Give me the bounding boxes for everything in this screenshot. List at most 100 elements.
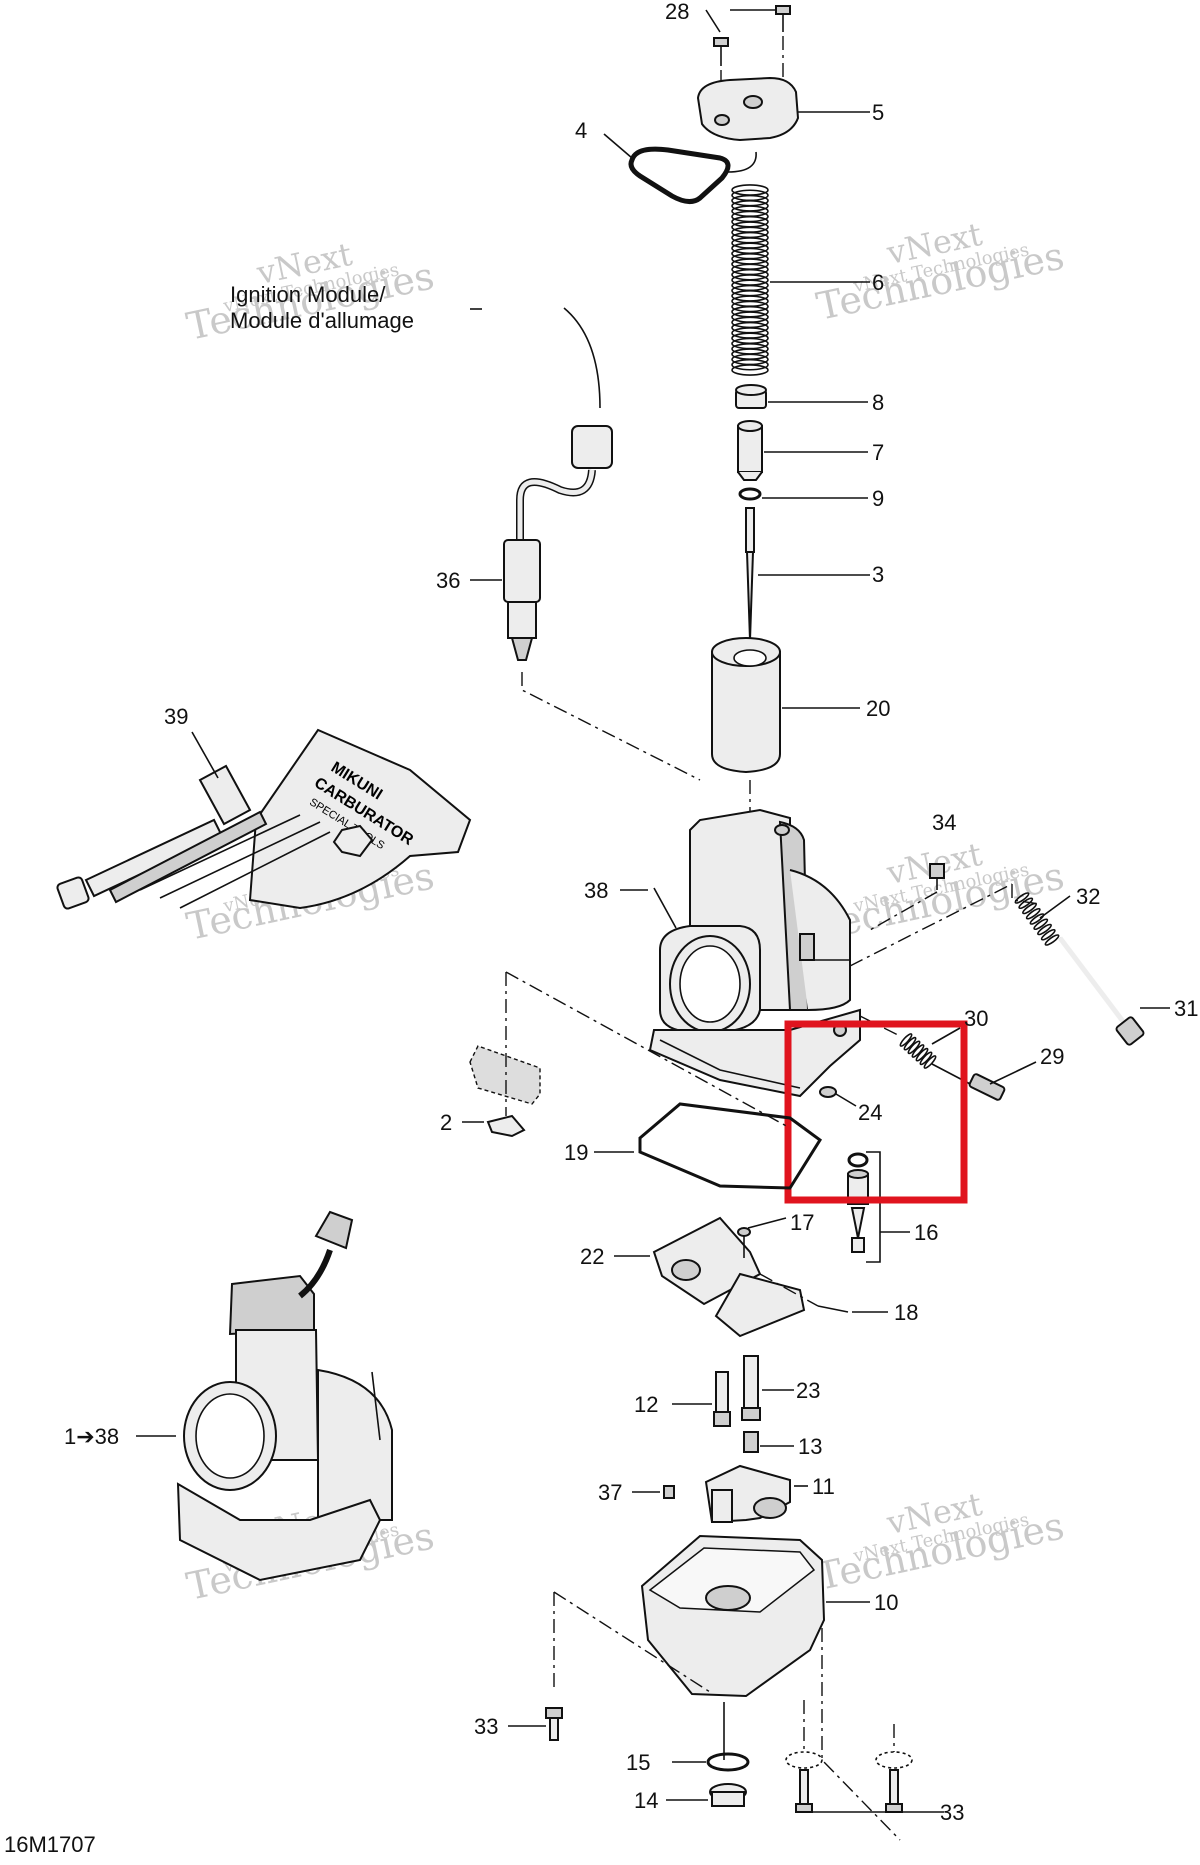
spring-30 xyxy=(899,1033,937,1069)
gasket-19 xyxy=(638,1102,823,1190)
axis-32 xyxy=(1011,884,1041,905)
o-ring-15 xyxy=(706,1752,750,1772)
coil-turn xyxy=(1033,918,1049,931)
leader-29 xyxy=(989,1061,1037,1085)
axis-36 xyxy=(521,672,701,781)
clip-9 xyxy=(738,487,762,501)
label-18: 18 xyxy=(894,1300,918,1325)
coil-turn xyxy=(1014,892,1030,904)
leader-17 xyxy=(747,1217,787,1229)
coil-turn xyxy=(923,1055,937,1069)
screw-28-left xyxy=(713,37,729,66)
ignition-module-caption: Ignition Module/ Module d'allumage xyxy=(230,282,414,333)
label-19: 19 xyxy=(564,1140,588,1165)
sensor-36 xyxy=(503,425,613,661)
label-37: 37 xyxy=(598,1480,622,1505)
assembled-carburetor xyxy=(176,1210,393,1582)
label-38: 38 xyxy=(584,878,608,903)
label-13: 13 xyxy=(798,1434,822,1459)
needle-valve-16 xyxy=(847,1152,869,1253)
axis-30 xyxy=(859,1015,901,1037)
label-20: 20 xyxy=(866,696,890,721)
label-14: 14 xyxy=(634,1788,658,1813)
label-36: 36 xyxy=(436,568,460,593)
label-5: 5 xyxy=(872,100,884,125)
coil-turn xyxy=(907,1040,921,1055)
screw-28-right xyxy=(775,5,791,32)
coil-turn xyxy=(903,1036,917,1051)
washer-24 xyxy=(819,1086,837,1098)
float-bowl-10 xyxy=(640,1534,826,1698)
label-15: 15 xyxy=(626,1750,650,1775)
pilot-jet-13 xyxy=(743,1431,759,1453)
bracket-2 xyxy=(469,1045,541,1138)
jet-12 xyxy=(713,1371,731,1427)
label-29: 29 xyxy=(1040,1044,1064,1069)
label-30: 30 xyxy=(964,1006,988,1031)
coil-turn xyxy=(899,1033,913,1047)
label-24: 24 xyxy=(858,1100,882,1125)
coil-turn xyxy=(1037,923,1052,936)
plug-37 xyxy=(663,1485,675,1499)
highlight-box xyxy=(784,1020,968,1204)
label-32: 32 xyxy=(1076,884,1100,909)
spring-6 xyxy=(731,184,769,376)
coil-turn xyxy=(1044,934,1060,946)
label-2: 2 xyxy=(440,1110,452,1135)
screw-33-left xyxy=(545,1707,563,1741)
stud-38 xyxy=(653,887,677,929)
label-31: 31 xyxy=(1174,996,1198,1021)
label-17: 17 xyxy=(790,1210,814,1235)
leader-32 xyxy=(1039,895,1071,919)
float-22 xyxy=(652,1216,806,1338)
label-3: 3 xyxy=(872,562,884,587)
diagram-id: 16M1707 xyxy=(4,1832,96,1857)
arrow-4 xyxy=(727,151,757,173)
leader-39 xyxy=(191,731,219,779)
jet-needle-3 xyxy=(745,507,755,641)
callout-labels: 28 5 4 6 8 7 9 3 36 20 39 34 32 38 31 30… xyxy=(64,0,1198,1825)
coil-turn xyxy=(731,358,769,371)
label-33-right: 33 xyxy=(940,1800,964,1825)
label-11: 11 xyxy=(812,1474,835,1499)
needle-holder-7 xyxy=(737,420,763,481)
label-10: 10 xyxy=(874,1590,898,1615)
throttle-slide-20 xyxy=(711,637,781,774)
label-8: 8 xyxy=(872,390,884,415)
axis-2b xyxy=(505,971,791,1129)
label-7: 7 xyxy=(872,440,884,465)
top-cap-5 xyxy=(696,76,800,142)
tool-kit-39: MIKUNI CARBURATOR SPECIAL TOOLS xyxy=(56,728,472,910)
label-23: 23 xyxy=(796,1378,820,1403)
label-28: 28 xyxy=(665,0,689,24)
drain-plug-14 xyxy=(709,1783,747,1807)
label-12: 12 xyxy=(634,1392,658,1417)
pin-18 xyxy=(817,1305,849,1313)
watermark-upper-right: vNext Technologies vNext Technologies xyxy=(813,215,1068,329)
leader-30 xyxy=(931,1027,961,1045)
axis-10-left xyxy=(553,1591,711,1693)
retainer-8 xyxy=(735,384,767,409)
label-1-38: 1➔38 xyxy=(64,1424,119,1449)
label-22: 22 xyxy=(580,1244,604,1269)
coil-turn xyxy=(1040,928,1056,941)
label-34: 34 xyxy=(932,810,956,835)
coil-turn xyxy=(731,364,769,376)
bracket-16 xyxy=(866,1151,881,1263)
watermark-lower-right: vNext Technologies vNext Technologies xyxy=(813,1485,1068,1599)
screws-33-right xyxy=(785,1751,913,1813)
coil-turn xyxy=(911,1044,925,1058)
coil-turn xyxy=(1029,913,1045,925)
label-16: 16 xyxy=(914,1220,938,1245)
leader-4 xyxy=(603,133,633,159)
gasket-4 xyxy=(628,146,731,204)
baffle-11 xyxy=(704,1464,791,1524)
label-4: 4 xyxy=(575,118,587,143)
screw-17 xyxy=(737,1227,751,1258)
coil-turn xyxy=(915,1047,929,1062)
leader-28 xyxy=(705,9,776,33)
label-39: 39 xyxy=(164,704,188,729)
coil-turn xyxy=(919,1051,933,1066)
screw-31 xyxy=(1058,936,1145,1046)
label-9: 9 xyxy=(872,486,884,511)
